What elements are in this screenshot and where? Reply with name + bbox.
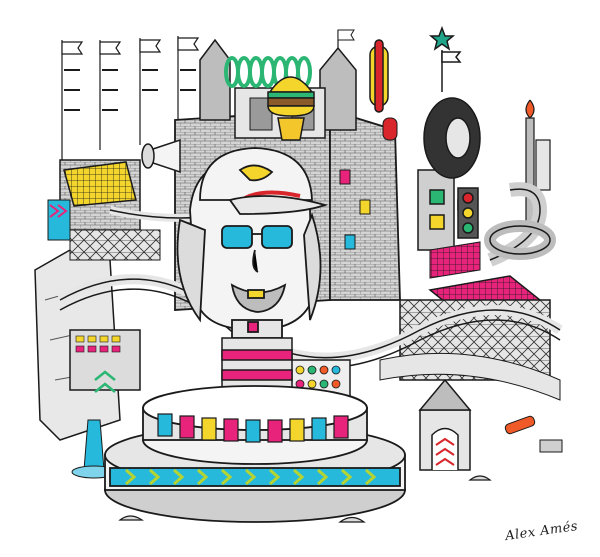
tire-tower (417, 25, 481, 251)
hot-dog (369, 39, 389, 113)
chapel (418, 378, 472, 471)
torch (525, 99, 551, 239)
flag-poles (61, 36, 200, 160)
left-lower-building (69, 329, 141, 393)
traffic-light (457, 187, 479, 239)
face-bust (176, 147, 328, 339)
carousel-base (104, 385, 406, 523)
coiled-pipe (484, 182, 556, 267)
right-buildings (379, 241, 563, 453)
megaphone (141, 138, 181, 174)
burger (267, 76, 315, 141)
left-structure (47, 159, 161, 261)
ground-rocks (118, 475, 492, 523)
